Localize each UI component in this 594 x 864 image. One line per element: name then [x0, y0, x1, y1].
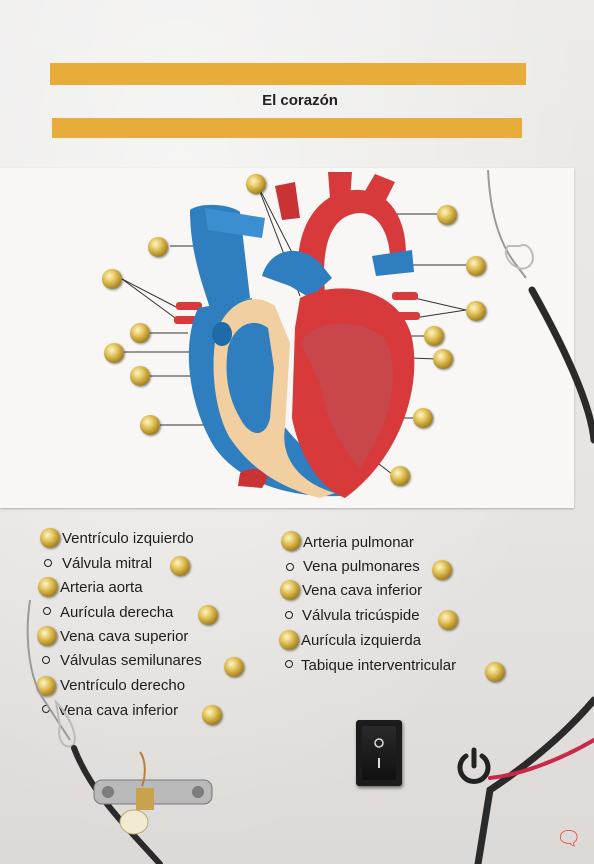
stud-diagram-10[interactable]	[466, 301, 486, 321]
label-left-3: Arteria aorta	[60, 579, 143, 596]
bulb-lead	[139, 751, 146, 787]
stud-diagram-4[interactable]	[130, 323, 150, 343]
label-left-2: Válvula mitral	[62, 555, 153, 572]
power-icon	[457, 747, 491, 784]
stud-label-right-6[interactable]	[485, 662, 505, 682]
bullet-left-2	[44, 559, 52, 567]
probe-wire-left	[26, 599, 71, 741]
stud-label-left-2[interactable]	[170, 556, 190, 576]
cable-red	[488, 738, 594, 780]
stud-diagram-2[interactable]	[148, 237, 168, 257]
bulb-socket	[136, 788, 154, 810]
bulb-holder-plate	[93, 779, 213, 805]
stud-diagram-8[interactable]	[437, 205, 457, 225]
stud-label-left-7[interactable]	[36, 676, 56, 696]
light-bulb	[119, 809, 149, 835]
pointer-lines	[121, 183, 467, 475]
heart-illustration	[121, 172, 467, 498]
label-left-1: Ventrículo izquierdo	[62, 530, 194, 547]
bullet-right-2	[286, 563, 294, 571]
stud-label-left-5[interactable]	[37, 626, 57, 646]
stud-diagram-6[interactable]	[130, 366, 150, 386]
stud-label-right-1[interactable]	[281, 531, 301, 551]
stud-diagram-14[interactable]	[390, 466, 410, 486]
label-right-2: Vena pulmonares	[303, 558, 420, 575]
bullet-left-6	[42, 656, 50, 664]
stud-diagram-3[interactable]	[102, 269, 122, 289]
stud-diagram-7[interactable]	[140, 415, 160, 435]
rocker-switch-paddle[interactable]	[362, 726, 396, 780]
label-right-5: Aurícula izquierda	[301, 632, 422, 649]
stud-diagram-12[interactable]	[433, 349, 453, 369]
cable-left	[71, 745, 163, 864]
page-title: El corazón	[262, 92, 338, 109]
stud-diagram-13[interactable]	[413, 408, 433, 428]
stud-label-right-2[interactable]	[432, 560, 452, 580]
stud-label-right-5[interactable]	[279, 630, 299, 650]
stud-label-left-4[interactable]	[198, 605, 218, 625]
stud-diagram-1[interactable]	[246, 174, 266, 194]
rocker-switch[interactable]	[356, 720, 402, 786]
plate-screw-left	[102, 786, 114, 798]
label-left-8: Vena cava inferior	[58, 702, 179, 719]
corner-logo: 🗨	[556, 826, 582, 850]
heart-diagram	[0, 168, 574, 508]
label-right-4: Válvula tricúspide	[302, 607, 420, 624]
title-strip-top	[50, 63, 526, 85]
stud-label-left-6[interactable]	[224, 657, 244, 677]
label-left-6: Válvulas semilunares	[60, 652, 202, 669]
stud-label-right-4[interactable]	[438, 610, 458, 630]
label-right-6: Tabique interventricular	[301, 657, 457, 674]
bullet-right-4	[285, 611, 293, 619]
plate-screw-right	[192, 786, 204, 798]
title-strip-bottom	[52, 118, 522, 138]
bullet-right-6	[285, 660, 293, 668]
bullet-left-8	[42, 705, 50, 713]
label-left-5: Vena cava superior	[60, 628, 189, 645]
stud-diagram-5[interactable]	[104, 343, 124, 363]
stud-diagram-11[interactable]	[424, 326, 444, 346]
label-right-1: Arteria pulmonar	[303, 534, 414, 551]
stud-diagram-9[interactable]	[466, 256, 486, 276]
stud-label-left-1[interactable]	[40, 528, 60, 548]
bullet-left-4	[43, 607, 51, 615]
label-left-4: Aurícula derecha	[60, 604, 174, 621]
stud-label-left-3[interactable]	[38, 577, 58, 597]
label-left-7: Ventrículo derecho	[60, 677, 186, 694]
label-right-3: Vena cava inferior	[302, 582, 423, 599]
stud-label-left-8[interactable]	[202, 705, 222, 725]
stud-label-right-3[interactable]	[280, 580, 300, 600]
